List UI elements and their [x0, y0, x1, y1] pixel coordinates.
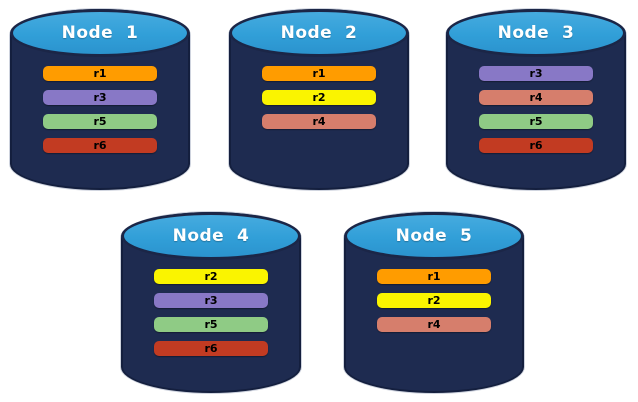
cylinder-top: Node 1 — [10, 9, 190, 57]
replica-list: r1 r3 r5 r6 — [43, 66, 157, 153]
replica-bar: r1 — [377, 269, 491, 284]
replica-bar: r6 — [479, 138, 593, 153]
node-cylinder-2: Node 2 r1 r2 r4 — [229, 9, 409, 190]
replica-bar: r6 — [43, 138, 157, 153]
replica-bar: r4 — [262, 114, 376, 129]
replica-bar: r2 — [154, 269, 268, 284]
replica-bar: r4 — [479, 90, 593, 105]
replica-bar: r3 — [479, 66, 593, 81]
replica-list: r2 r3 r5 r6 — [154, 269, 268, 356]
replica-bar: r2 — [262, 90, 376, 105]
replica-bar: r5 — [43, 114, 157, 129]
cylinder-top: Node 5 — [344, 212, 524, 260]
node-cylinder-5: Node 5 r1 r2 r4 — [344, 212, 524, 393]
replica-list: r1 r2 r4 — [377, 269, 491, 332]
replica-bar: r1 — [43, 66, 157, 81]
node-label: Node 2 — [280, 23, 358, 43]
node-label: Node 4 — [172, 226, 250, 246]
node-label: Node 1 — [61, 23, 139, 43]
replica-bar: r4 — [377, 317, 491, 332]
replica-list: r1 r2 r4 — [262, 66, 376, 129]
replica-bar: r3 — [154, 293, 268, 308]
cylinder-top: Node 2 — [229, 9, 409, 57]
replica-list: r3 r4 r5 r6 — [479, 66, 593, 153]
node-cylinder-3: Node 3 r3 r4 r5 r6 — [446, 9, 626, 190]
replica-bar: r1 — [262, 66, 376, 81]
node-cylinder-4: Node 4 r2 r3 r5 r6 — [121, 212, 301, 393]
replica-bar: r5 — [154, 317, 268, 332]
node-label: Node 3 — [497, 23, 575, 43]
cylinder-top: Node 3 — [446, 9, 626, 57]
cylinder-top: Node 4 — [121, 212, 301, 260]
replica-bar: r2 — [377, 293, 491, 308]
node-label: Node 5 — [395, 226, 473, 246]
replica-bar: r3 — [43, 90, 157, 105]
replica-bar: r5 — [479, 114, 593, 129]
node-cylinder-1: Node 1 r1 r3 r5 r6 — [10, 9, 190, 190]
replica-bar: r6 — [154, 341, 268, 356]
